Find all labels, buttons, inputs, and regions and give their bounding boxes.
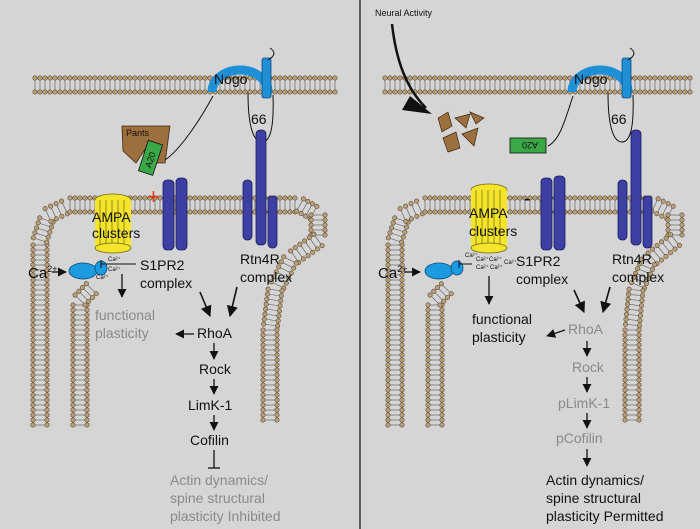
rtn4r-label-line2: complex: [240, 269, 292, 285]
nogo-label: Nogo: [214, 71, 248, 87]
calcium-label: Ca2+: [28, 264, 57, 282]
ampa-label-line2: clusters: [92, 225, 140, 241]
outcome-line: spine structural: [170, 490, 265, 506]
a20-box: [137, 139, 164, 176]
minus-sign: -: [524, 188, 531, 210]
receptor-66-label: 66: [611, 111, 627, 127]
pants-fragment: [437, 111, 453, 133]
ion-label: Ca²⁺: [504, 259, 517, 266]
cascade-step: Rock: [199, 361, 232, 377]
calcium-channel: [68, 262, 98, 280]
s1pr2-label-line2: complex: [140, 275, 192, 291]
calcium-label: Ca2+: [378, 264, 407, 282]
s1pr2-helix-a: [162, 179, 175, 251]
rhoa-to-functional-arrow: [546, 329, 566, 338]
s1pr2-helix-a: [540, 177, 553, 251]
rtn4r-helix-b: [242, 179, 253, 241]
neural-activity-arrowhead: [402, 96, 432, 114]
nogo-a-linker: [164, 95, 214, 161]
rtn4r-label-line1: Rtn4R: [240, 251, 280, 267]
ion-label: Ca²⁺: [489, 256, 502, 263]
ion-label: Ca²⁺: [108, 256, 121, 263]
outcome-line: Actin dynamics/: [170, 472, 268, 488]
functional-label-line2: plasticity: [472, 329, 526, 345]
neural-activity-label: Neural Activity: [375, 8, 433, 18]
s1pr2-label-line2: complex: [516, 271, 568, 287]
rtn4r-helix-b: [617, 179, 628, 241]
presynaptic-membrane-left: [32, 75, 338, 95]
pants-label: Pants: [126, 128, 150, 138]
rtn4r-helix-a: [255, 129, 267, 246]
a20-label: A20: [143, 151, 157, 169]
ion-label: Ca²⁺: [490, 264, 503, 271]
neural-activity-arrow: [390, 23, 427, 109]
outcome-line: plasticity Inhibited: [170, 508, 281, 524]
nogo-loop-66: [607, 92, 634, 143]
outcome-line: Actin dynamics/: [546, 472, 644, 488]
outcome-line: spine structural: [546, 490, 641, 506]
ion-label: Ca²⁺: [476, 264, 489, 271]
nogo-tail: [267, 47, 275, 61]
receptor-66-label: 66: [251, 111, 267, 127]
s1pr2-label-line1: S1PR2: [516, 253, 561, 269]
ion-label: Ca²⁺: [465, 252, 478, 259]
outcome-line: plasticity Permitted: [546, 508, 663, 524]
functional-label-line2: plasticity: [95, 325, 149, 341]
ion-label: Ca²⁺: [96, 274, 109, 281]
cascade-step: pCofilin: [556, 430, 603, 446]
spine-inner-right: [425, 281, 454, 428]
cascade-step: pLimK-1: [558, 395, 610, 411]
rtn4r-helix-c: [642, 195, 653, 249]
functional-label-line1: functional: [95, 307, 155, 323]
ampa-cluster-graphic: [470, 183, 508, 254]
rtn4r-arrow: [600, 286, 612, 314]
rtn4r-helix-a: [630, 129, 642, 246]
s1pr2-helix-b: [175, 177, 188, 251]
ampa-cluster-graphic: [94, 193, 132, 254]
rtn4r-arrow: [226, 286, 238, 318]
functional-label-line1: functional: [472, 311, 532, 327]
pants-fragment: [442, 131, 461, 153]
pants-fragment: [461, 127, 479, 147]
nogo-transmembrane: [261, 57, 272, 99]
ion-label: Ca²⁺: [476, 256, 489, 263]
cascade-step: RhoA: [568, 321, 604, 337]
rtn4r-helix-c: [267, 195, 278, 249]
cascade-step: Cofilin: [190, 432, 229, 448]
cascade-step: LimK-1: [188, 397, 233, 413]
s1pr2-arrow: [199, 291, 212, 318]
ion-label: Ca²⁺: [108, 266, 121, 273]
ampa-label-line1: AMPA: [92, 209, 131, 225]
rtn4r-label-line1: Rtn4R: [612, 251, 652, 267]
right-panel: Neural Activity Nogo 66 A20 -: [375, 8, 664, 524]
cascade-step: RhoA: [197, 325, 233, 341]
a20-label: A20: [522, 140, 538, 150]
nogo-transmembrane: [621, 57, 632, 99]
nogo-a-linker: [547, 95, 574, 147]
a20-box: [509, 137, 547, 154]
s1pr2-arrow: [573, 289, 585, 314]
nogo-tail: [627, 47, 635, 61]
left-panel: Nogo 66 Pants A20 + AMPA cluster: [28, 47, 292, 524]
rtn4r-label-line2: complex: [612, 269, 664, 285]
plus-sign: +: [147, 184, 160, 209]
nogo-label: Nogo: [574, 71, 608, 87]
spine-inner-left: [70, 281, 99, 428]
s1pr2-label-line1: S1PR2: [140, 257, 185, 273]
pants-fragment: [454, 113, 471, 129]
calcium-channel: [424, 262, 454, 280]
ampa-label-line2: clusters: [469, 223, 517, 239]
ampa-label-line1: AMPA: [469, 205, 508, 221]
s1pr2-helix-b: [553, 175, 566, 251]
pants-fragment: [469, 111, 485, 125]
cascade-step: Rock: [572, 359, 605, 375]
